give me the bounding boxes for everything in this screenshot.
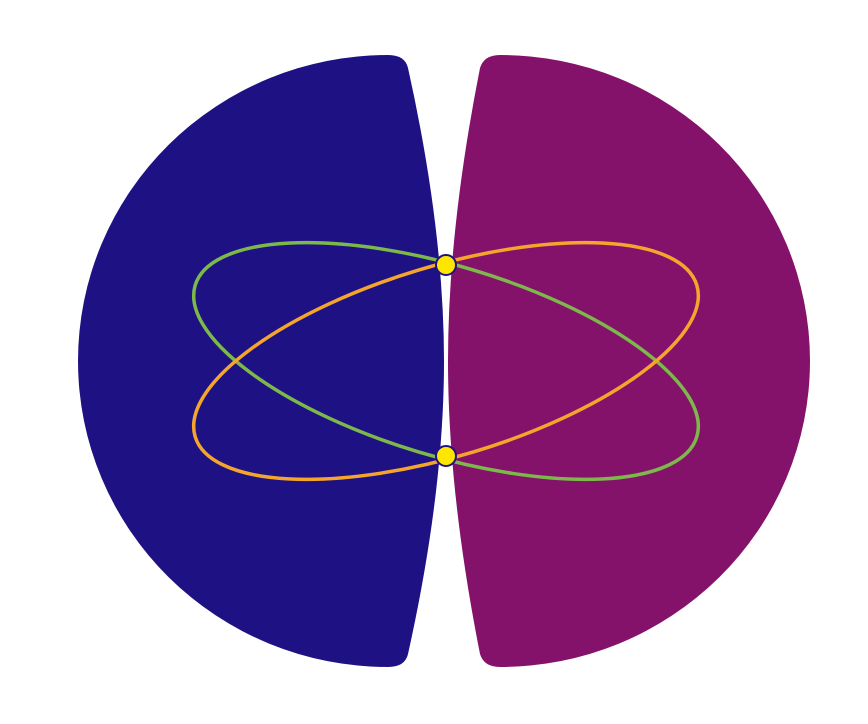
orange-ellipse	[191, 240, 701, 482]
right-half-shape	[448, 55, 810, 667]
top-intersection-point	[435, 254, 457, 276]
green-ellipse	[191, 240, 701, 482]
left-half-shape	[78, 55, 444, 667]
bottom-intersection-point	[435, 445, 457, 467]
